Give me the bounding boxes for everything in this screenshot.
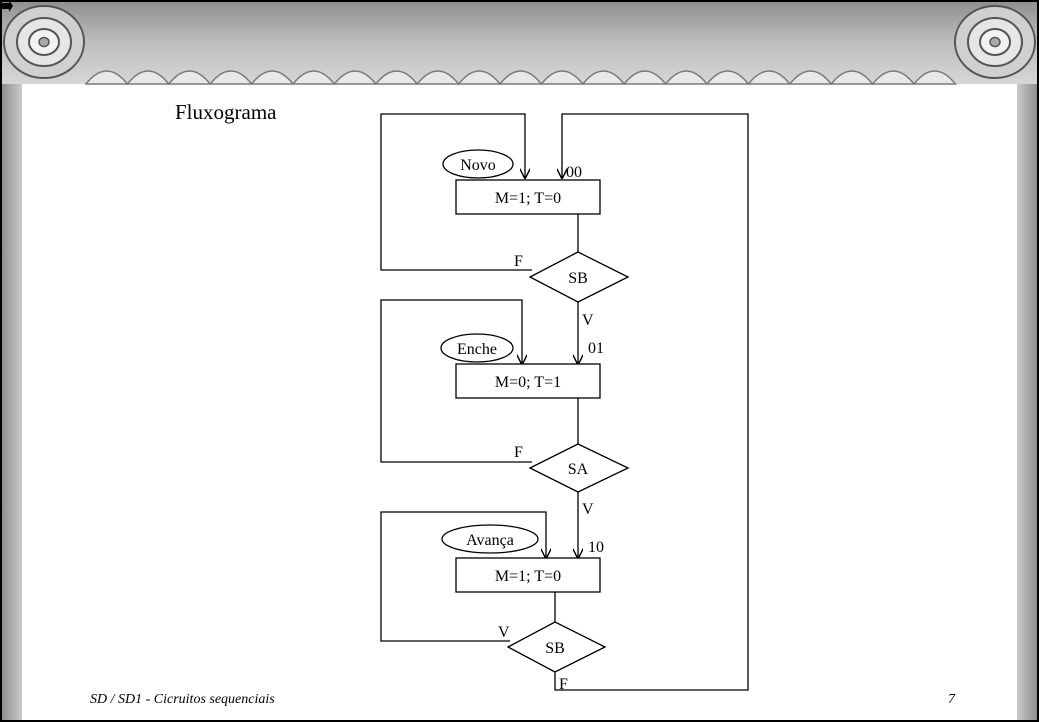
state1-code: 00 <box>566 164 582 181</box>
state3-decision <box>506 621 607 673</box>
state1-condition: SB <box>568 270 588 287</box>
flowchart <box>380 113 749 691</box>
state1-action-box <box>455 179 601 215</box>
state2-decision <box>528 443 630 493</box>
state3-action-box <box>455 557 601 593</box>
state3-loop-label: V <box>498 624 510 641</box>
state1-false-loop <box>380 113 532 271</box>
left-volute-icon <box>3 5 85 79</box>
state2-true-label: V <box>582 501 594 518</box>
state2-condition: SA <box>568 461 589 478</box>
banner <box>0 0 1039 86</box>
state2-code: 01 <box>588 340 604 357</box>
state2-tag: Enche <box>457 341 497 358</box>
right-volute-icon <box>954 5 1036 79</box>
bullet-fluxograma: Fluxograma <box>175 100 277 124</box>
state3-condition: SB <box>545 640 565 657</box>
footer-title: SD / SD1 - Cicruitos sequenciais <box>90 692 275 707</box>
state1-tag: Novo <box>460 157 496 174</box>
state1-true-label: V <box>582 312 594 329</box>
state2-action: M=0; T=1 <box>495 374 561 391</box>
state2-tag-ellipse <box>440 333 514 363</box>
state1-false-label: F <box>514 253 523 270</box>
page-number: 7 <box>948 692 955 707</box>
left-column <box>0 60 22 722</box>
state3-exit-label: F <box>559 676 568 693</box>
state3-action: M=1; T=0 <box>495 568 561 585</box>
bullet-arrow-icon <box>1 0 13 12</box>
state3-tag-ellipse <box>441 524 539 554</box>
state1-action: M=1; T=0 <box>495 190 561 207</box>
state3-code: 10 <box>588 539 604 556</box>
state3-loop <box>380 511 546 642</box>
state3-tag: Avança <box>466 532 514 549</box>
state2-false-loop <box>380 299 532 463</box>
state1-decision <box>528 251 630 303</box>
right-column <box>1017 60 1039 722</box>
return-loop-arrow <box>554 113 749 691</box>
state1-tag-ellipse <box>442 149 514 179</box>
state2-action-box <box>455 363 601 399</box>
flowchart-labels: Novo 00 M=1; T=0 SB F V Enche 01 M=0; T=… <box>457 157 604 693</box>
state2-false-label: F <box>514 444 523 461</box>
